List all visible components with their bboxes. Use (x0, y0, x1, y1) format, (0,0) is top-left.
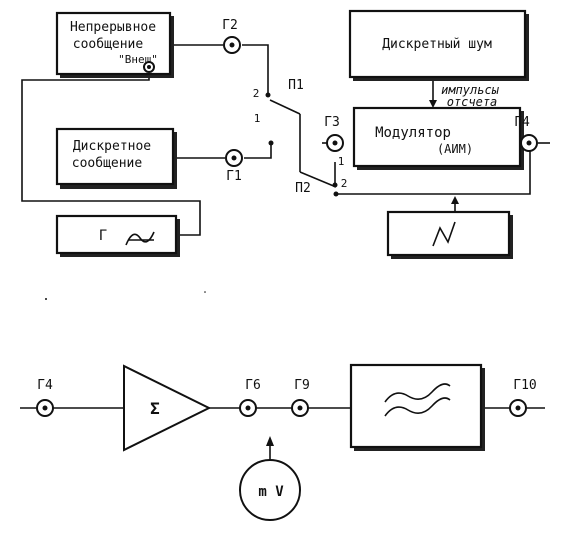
jack-g3-label: Г3 (324, 115, 340, 130)
jack-g4-bottom[interactable] (36, 399, 54, 417)
switch-p2[interactable] (332, 182, 339, 197)
modulator-line1: Модулятор (375, 125, 451, 141)
jack-g2[interactable] (223, 36, 241, 54)
switch-p1[interactable] (265, 92, 274, 146)
discrete-message-line2: сообщение (72, 156, 143, 171)
modulator-line2: (АИМ) (437, 142, 473, 156)
jack-g10[interactable] (509, 399, 527, 417)
jack-g9-label: Г9 (294, 378, 310, 393)
continuous-message-line2: сообщение (73, 37, 144, 52)
noise-zigzag-icon (432, 221, 456, 247)
jack-g6-label: Г6 (245, 378, 261, 393)
generator-block: Г (55, 214, 180, 257)
generator-label: Г (99, 228, 107, 244)
continuous-message-block: Непрерывное сообщение "Внеш" (55, 11, 174, 78)
jack-g4-top[interactable] (520, 134, 538, 152)
switch-p1-pos2: 2 (253, 87, 260, 100)
ext-jack-icon[interactable] (143, 61, 155, 73)
jack-g1-label: Г1 (226, 169, 242, 184)
switch-p2-pos1: 1 (338, 155, 345, 168)
sampling-pulses-line2: отсчета (447, 95, 498, 109)
filter-waves-icon (384, 383, 451, 417)
jack-g4-bottom-label: Г4 (37, 378, 53, 393)
jack-g3[interactable] (326, 134, 344, 152)
summator-amplifier: Σ (123, 364, 212, 452)
discrete-noise-block: Дискретный шум (348, 9, 529, 81)
voltmeter-label: m V (258, 484, 284, 500)
bottom-wires (20, 407, 545, 460)
millivoltmeter: m V (239, 459, 301, 521)
jack-g6[interactable] (239, 399, 257, 417)
switch-p1-label: П1 (288, 78, 304, 93)
sine-wave-icon (125, 231, 155, 246)
discrete-message-block: Дискретное сообщение (55, 127, 177, 189)
continuous-message-line1: Непрерывное (70, 20, 156, 35)
jack-g10-label: Г10 (513, 378, 536, 393)
jack-g4-top-label: Г4 (514, 115, 530, 130)
noise-source-block (386, 210, 513, 259)
switch-p1-pos1: 1 (254, 112, 261, 125)
jack-g1[interactable] (225, 149, 243, 167)
discrete-message-line1: Дискретное (73, 139, 151, 154)
sampling-pulses-line1: импульсы (441, 83, 500, 97)
switch-p2-pos2: 2 (341, 177, 348, 190)
filter-block (349, 363, 485, 451)
jack-g2-label: Г2 (222, 18, 238, 33)
switch-p2-label: П2 (295, 181, 311, 196)
jack-g9[interactable] (291, 399, 309, 417)
modulator-block: Модулятор (АИМ) (352, 106, 524, 170)
discrete-noise-label: Дискретный шум (382, 37, 492, 52)
summator-label: Σ (150, 399, 160, 418)
